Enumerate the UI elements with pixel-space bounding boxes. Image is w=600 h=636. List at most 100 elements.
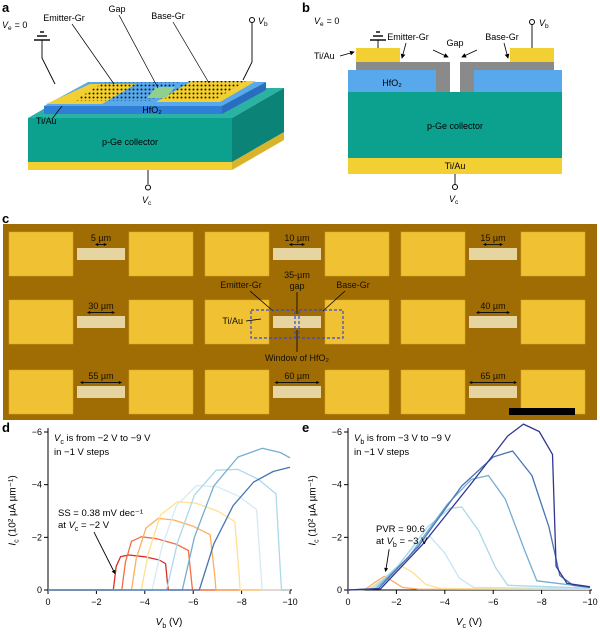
panel-letter-d: d: [2, 420, 10, 435]
right-gold-pad: [510, 48, 554, 62]
x-tick-label: −10: [582, 597, 597, 607]
x-tick-label: −6: [488, 597, 498, 607]
gap-label: Gap: [108, 4, 125, 14]
gap-label-40um: 40 µm: [480, 301, 505, 311]
tiau-top-label: Ti/Au: [314, 51, 335, 61]
hfo2-label: HfO₂: [382, 78, 402, 88]
tiau-bottom-label: Ti/Au: [445, 161, 466, 171]
chart-e-note: Vb is from −3 V to −9 V in −1 V steps: [354, 433, 451, 458]
y-tick-label: 0: [37, 585, 42, 595]
panel-letter-e: e: [302, 420, 310, 435]
x-tick-label: −4: [440, 597, 450, 607]
emitter-gr-label: Emitter-Gr: [387, 32, 429, 42]
gap-label-60um: 60 µm: [284, 371, 309, 381]
series-Vc = −6 V: [48, 484, 290, 591]
hfo2-left: [348, 70, 436, 92]
gold-pad: [8, 369, 74, 415]
gap-arrow-left: [432, 49, 449, 58]
hfo2-window-annotation: Window of HfO₂: [265, 353, 330, 363]
chart-d-callout: SS = 0.38 mV dec⁻¹ at Vc = −2 V: [58, 508, 144, 534]
series-Vc = −9 V: [48, 466, 291, 591]
series-Vc = −8 V: [48, 447, 291, 591]
base-leader-line: [172, 21, 210, 84]
tiau-leader-line: [51, 105, 63, 120]
ground-symbol: [34, 31, 50, 41]
y-tick-label: 0: [337, 585, 342, 595]
ve-label: Ve= 0: [314, 16, 339, 28]
device-channel: [77, 386, 125, 398]
gold-pad: [204, 369, 270, 415]
callout-arrow: [384, 549, 390, 573]
gold-pad: [324, 231, 390, 277]
hfo2-side: [222, 82, 266, 114]
y-tick-label: −4: [32, 480, 42, 490]
series-Vc = −5 V: [48, 501, 290, 591]
panel-a-3d-schematic: a Ve= 0 Vb: [0, 0, 300, 212]
gap-window: [147, 87, 175, 98]
x-tick-label: −6: [188, 597, 198, 607]
series-lines: [347, 423, 591, 591]
series-Vb = −5 V: [347, 536, 591, 591]
gold-pad: [8, 299, 74, 345]
pads-and-devices: [8, 231, 586, 415]
vb-terminal: [249, 17, 255, 23]
gap-arrow-right: [461, 49, 478, 58]
ve-label: Ve= 0: [2, 20, 27, 32]
series-lines: [48, 447, 291, 591]
tiau-leader: [339, 50, 355, 57]
gap-label-65um: 65 µm: [480, 371, 505, 381]
device-channel: [273, 386, 321, 398]
hfo2-label: HfO₂: [142, 105, 162, 115]
x-tick-label: −10: [282, 597, 297, 607]
device-cross-section: Ve= 0 Vb Emitter-Gr Base-Gr Gap Ti/Au Hf…: [314, 16, 562, 206]
panel-letter-b: b: [302, 0, 310, 15]
x-tick-label: −8: [236, 597, 246, 607]
base-gr-label: Base-Gr: [151, 11, 185, 21]
base-graphene: [158, 81, 246, 99]
gold-pad: [400, 231, 466, 277]
gold-pad: [204, 231, 270, 277]
gold-pad: [520, 299, 586, 345]
emitter-graphene: [356, 62, 450, 92]
chart-d-xlabel: Vb (V): [155, 617, 183, 630]
gap-label-55um: 55 µm: [88, 371, 113, 381]
device-channel: [273, 248, 321, 260]
panel-letter-c: c: [2, 211, 10, 226]
x-tick-label: −2: [91, 597, 101, 607]
tiau-label: Ti/Au: [36, 116, 57, 126]
gold-pad: [520, 369, 586, 415]
device-channel: [77, 248, 125, 260]
chart-d: 0−2−4−6−8−100−2−4−6: [32, 427, 298, 607]
chart-e-xlabel: Vc (V): [455, 617, 483, 630]
gap-label-10um: 10 µm: [284, 233, 309, 243]
emitter-annotation-line: [249, 290, 274, 312]
gold-pad: [204, 299, 270, 345]
gold-pad: [128, 369, 194, 415]
hfo2-right: [474, 70, 562, 92]
device-channel: [273, 316, 321, 328]
gold-pad: [324, 299, 390, 345]
device-channel: [469, 316, 517, 328]
emitter-wire: [41, 40, 56, 85]
y-tick-label: −6: [332, 427, 342, 437]
ge-collector-side: [232, 88, 284, 162]
gold-pad: [400, 299, 466, 345]
tiau-annotation-line: [245, 318, 262, 322]
x-tick-label: −2: [391, 597, 401, 607]
x-tick-label: 0: [45, 597, 50, 607]
y-tick-label: −2: [32, 532, 42, 542]
series-Vc = −4 V: [48, 517, 290, 591]
gap-35um-line2: gap: [289, 281, 304, 291]
hfo2-front: [44, 106, 222, 114]
gold-pad: [128, 299, 194, 345]
ge-collector: [348, 92, 562, 158]
dashed-box-emitter: [250, 309, 296, 339]
chart-e-callout: PVR = 90.6 at Vb = −3 V: [376, 524, 428, 550]
gap-label: Gap: [446, 38, 463, 48]
gold-pad: [400, 369, 466, 415]
y-tick-label: −6: [32, 427, 42, 437]
emitter-le2ader-line: [71, 23, 115, 85]
chart-d-note: Vc is from −2 V to −9 V in −1 V steps: [54, 433, 151, 458]
